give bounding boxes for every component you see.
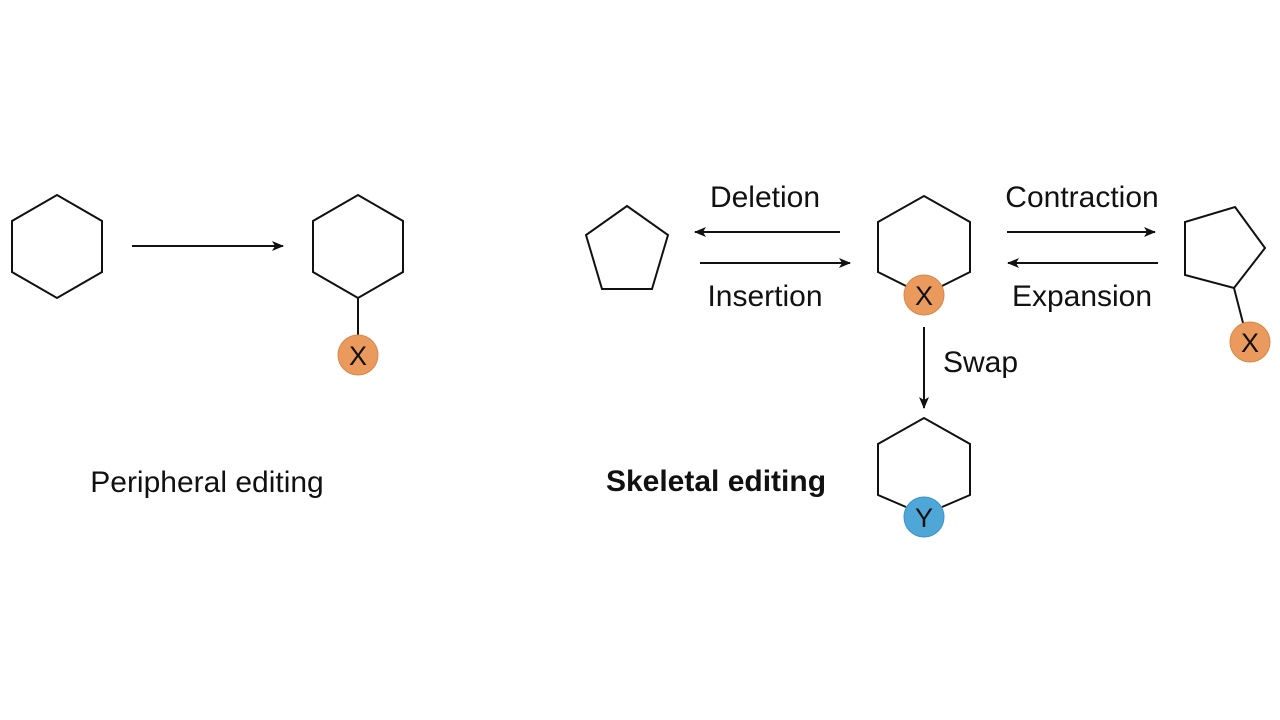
heterocycle-ring-x xyxy=(877,194,971,287)
contraction-label: Contraction xyxy=(1005,181,1158,214)
benzene-ring-start xyxy=(11,193,103,300)
heterocycle-ring-y xyxy=(877,416,971,508)
pentagon-ring-right xyxy=(1184,205,1267,290)
insertion-label: Insertion xyxy=(707,280,822,313)
deletion-label: Deletion xyxy=(710,181,820,214)
x-atom-peripheral: X xyxy=(337,334,379,376)
svg-text:X: X xyxy=(915,281,933,311)
ring-with-substituent xyxy=(312,193,404,300)
svg-text:X: X xyxy=(1241,328,1259,358)
swap-label: Swap xyxy=(943,346,1018,379)
expansion-label: Expansion xyxy=(1012,280,1152,313)
svg-text:X: X xyxy=(349,341,367,371)
y-atom-ring: Y xyxy=(903,496,945,538)
skeletal-editing-label: Skeletal editing xyxy=(606,465,826,498)
exocyclic-bond xyxy=(1233,287,1244,324)
pentagon-ring-left xyxy=(584,204,670,290)
x-atom-exocyclic: X xyxy=(1229,321,1271,363)
x-atom-ring: X xyxy=(903,274,945,316)
peripheral-editing-label: Peripheral editing xyxy=(90,466,323,499)
svg-text:Y: Y xyxy=(915,503,933,533)
